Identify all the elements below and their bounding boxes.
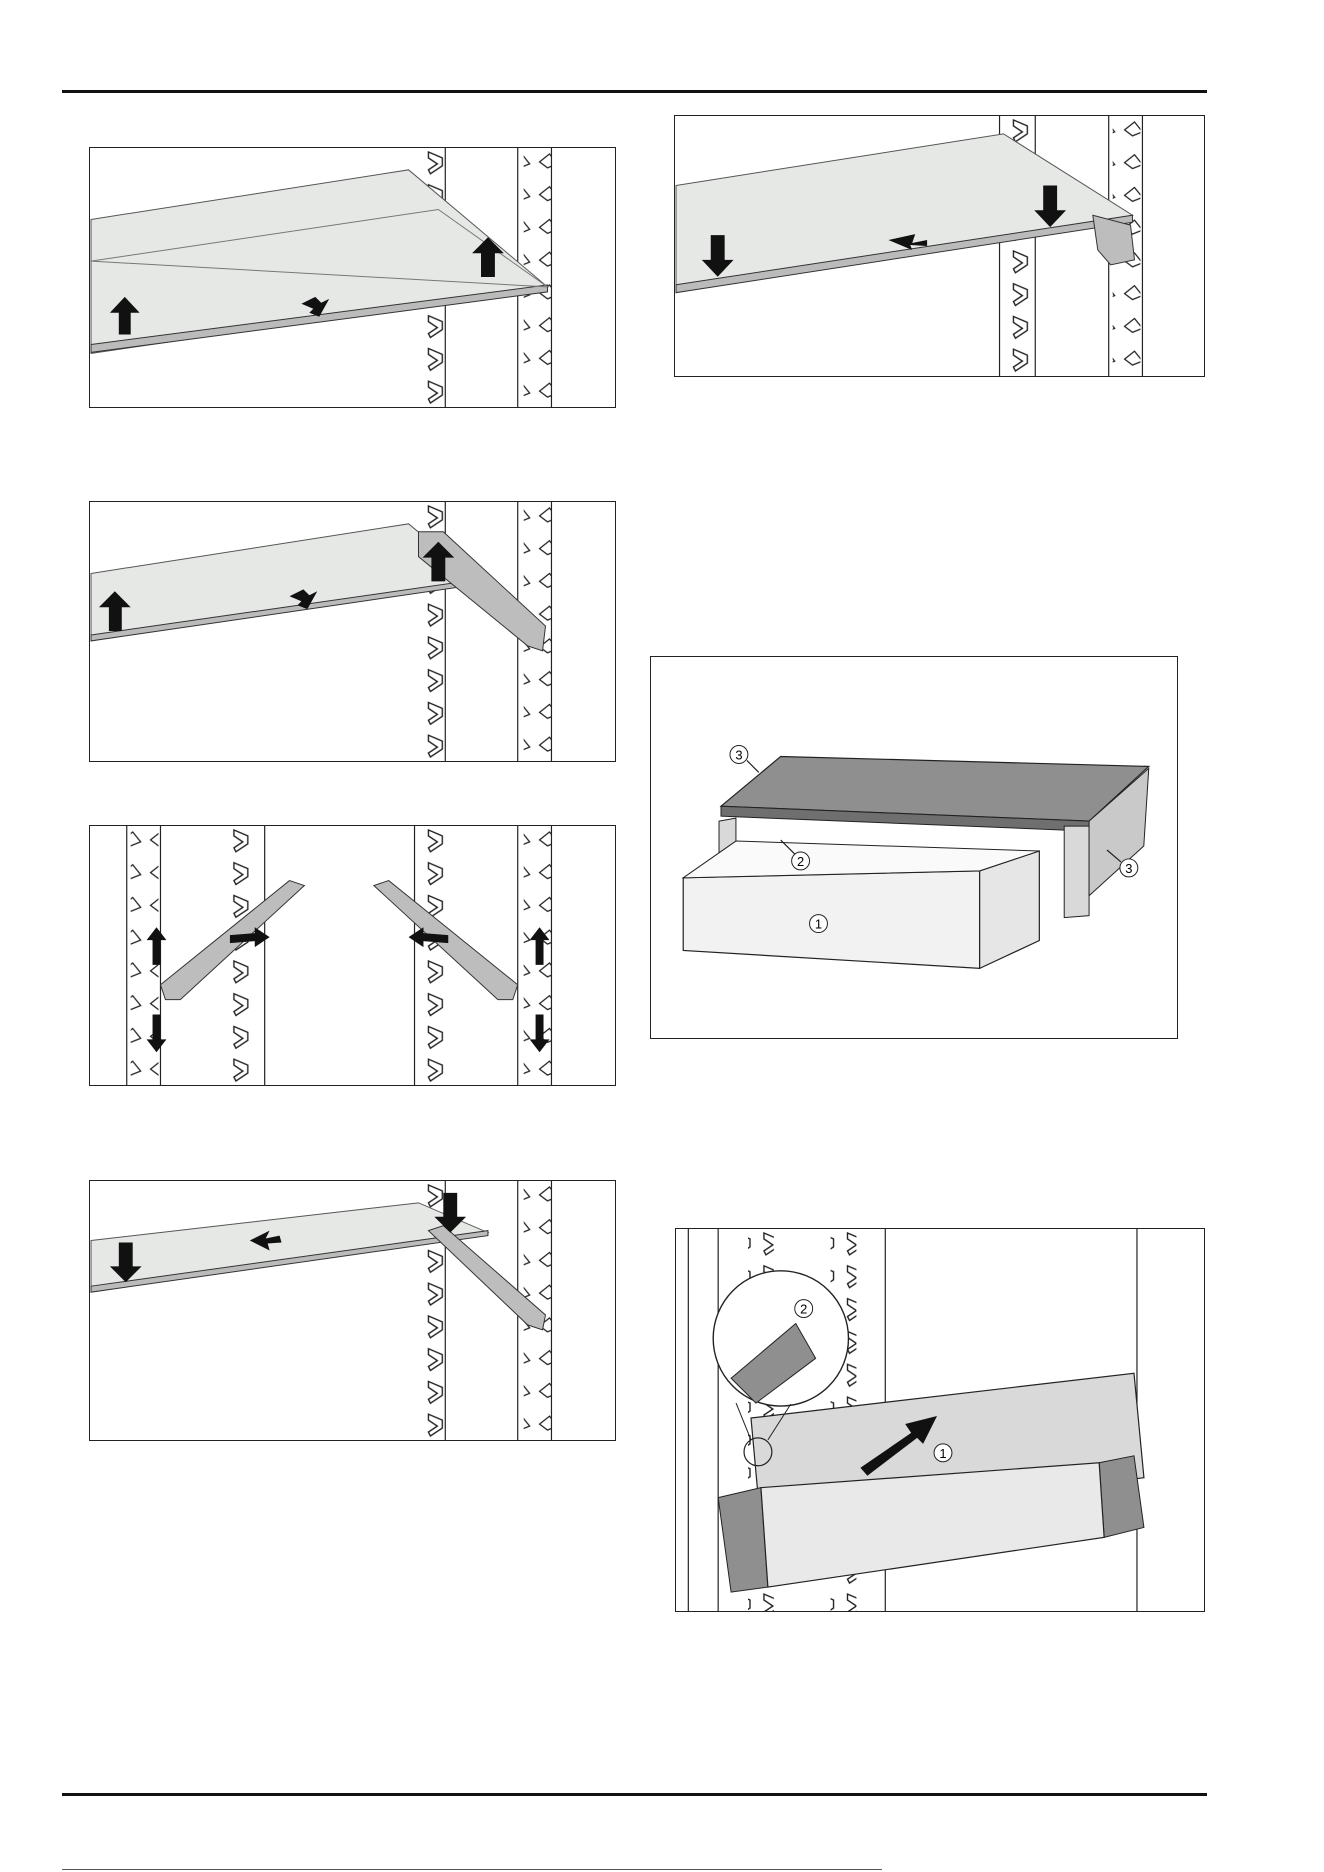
figure-drawer-parts: 3 2 3 1 — [650, 656, 1178, 1039]
bracket-removal-illustration — [90, 826, 615, 1085]
right-side-panel — [1064, 826, 1089, 918]
figure-shelf-lift-out — [89, 147, 616, 408]
shelf-lift-out-illustration — [90, 148, 615, 407]
header-rule — [62, 90, 1207, 93]
drawer-install-illustration: 1 2 — [676, 1229, 1204, 1611]
shelf-placement-illustration — [675, 116, 1204, 376]
shelf-insert-illustration — [90, 1181, 615, 1440]
figure-bracket-removal — [89, 825, 616, 1086]
figure-shelf-with-bracket — [89, 501, 616, 762]
right-rear-rail — [418, 826, 448, 1085]
drawer-left-end — [718, 1488, 768, 1592]
glass-shelf — [676, 134, 1132, 293]
callout-2: 2 — [800, 1302, 807, 1317]
drawer-front — [683, 871, 979, 968]
footer-rule — [62, 1793, 1207, 1796]
callout-2: 2 — [797, 854, 804, 869]
left-rear-rail — [230, 826, 260, 1085]
callout-1: 1 — [939, 1446, 946, 1461]
callout-3-side: 3 — [1125, 861, 1132, 876]
figure-drawer-install: 1 2 — [675, 1228, 1205, 1612]
callout-3-top: 3 — [735, 747, 742, 762]
glass-shelf — [91, 170, 547, 354]
figure-shelf-placement — [674, 115, 1205, 377]
footer-hairline — [62, 1869, 882, 1870]
figure-shelf-insert — [89, 1180, 616, 1441]
drawer-parts-illustration: 3 2 3 1 — [651, 657, 1177, 1038]
callout-1: 1 — [815, 917, 822, 932]
shelf-bracket-illustration — [90, 502, 615, 761]
